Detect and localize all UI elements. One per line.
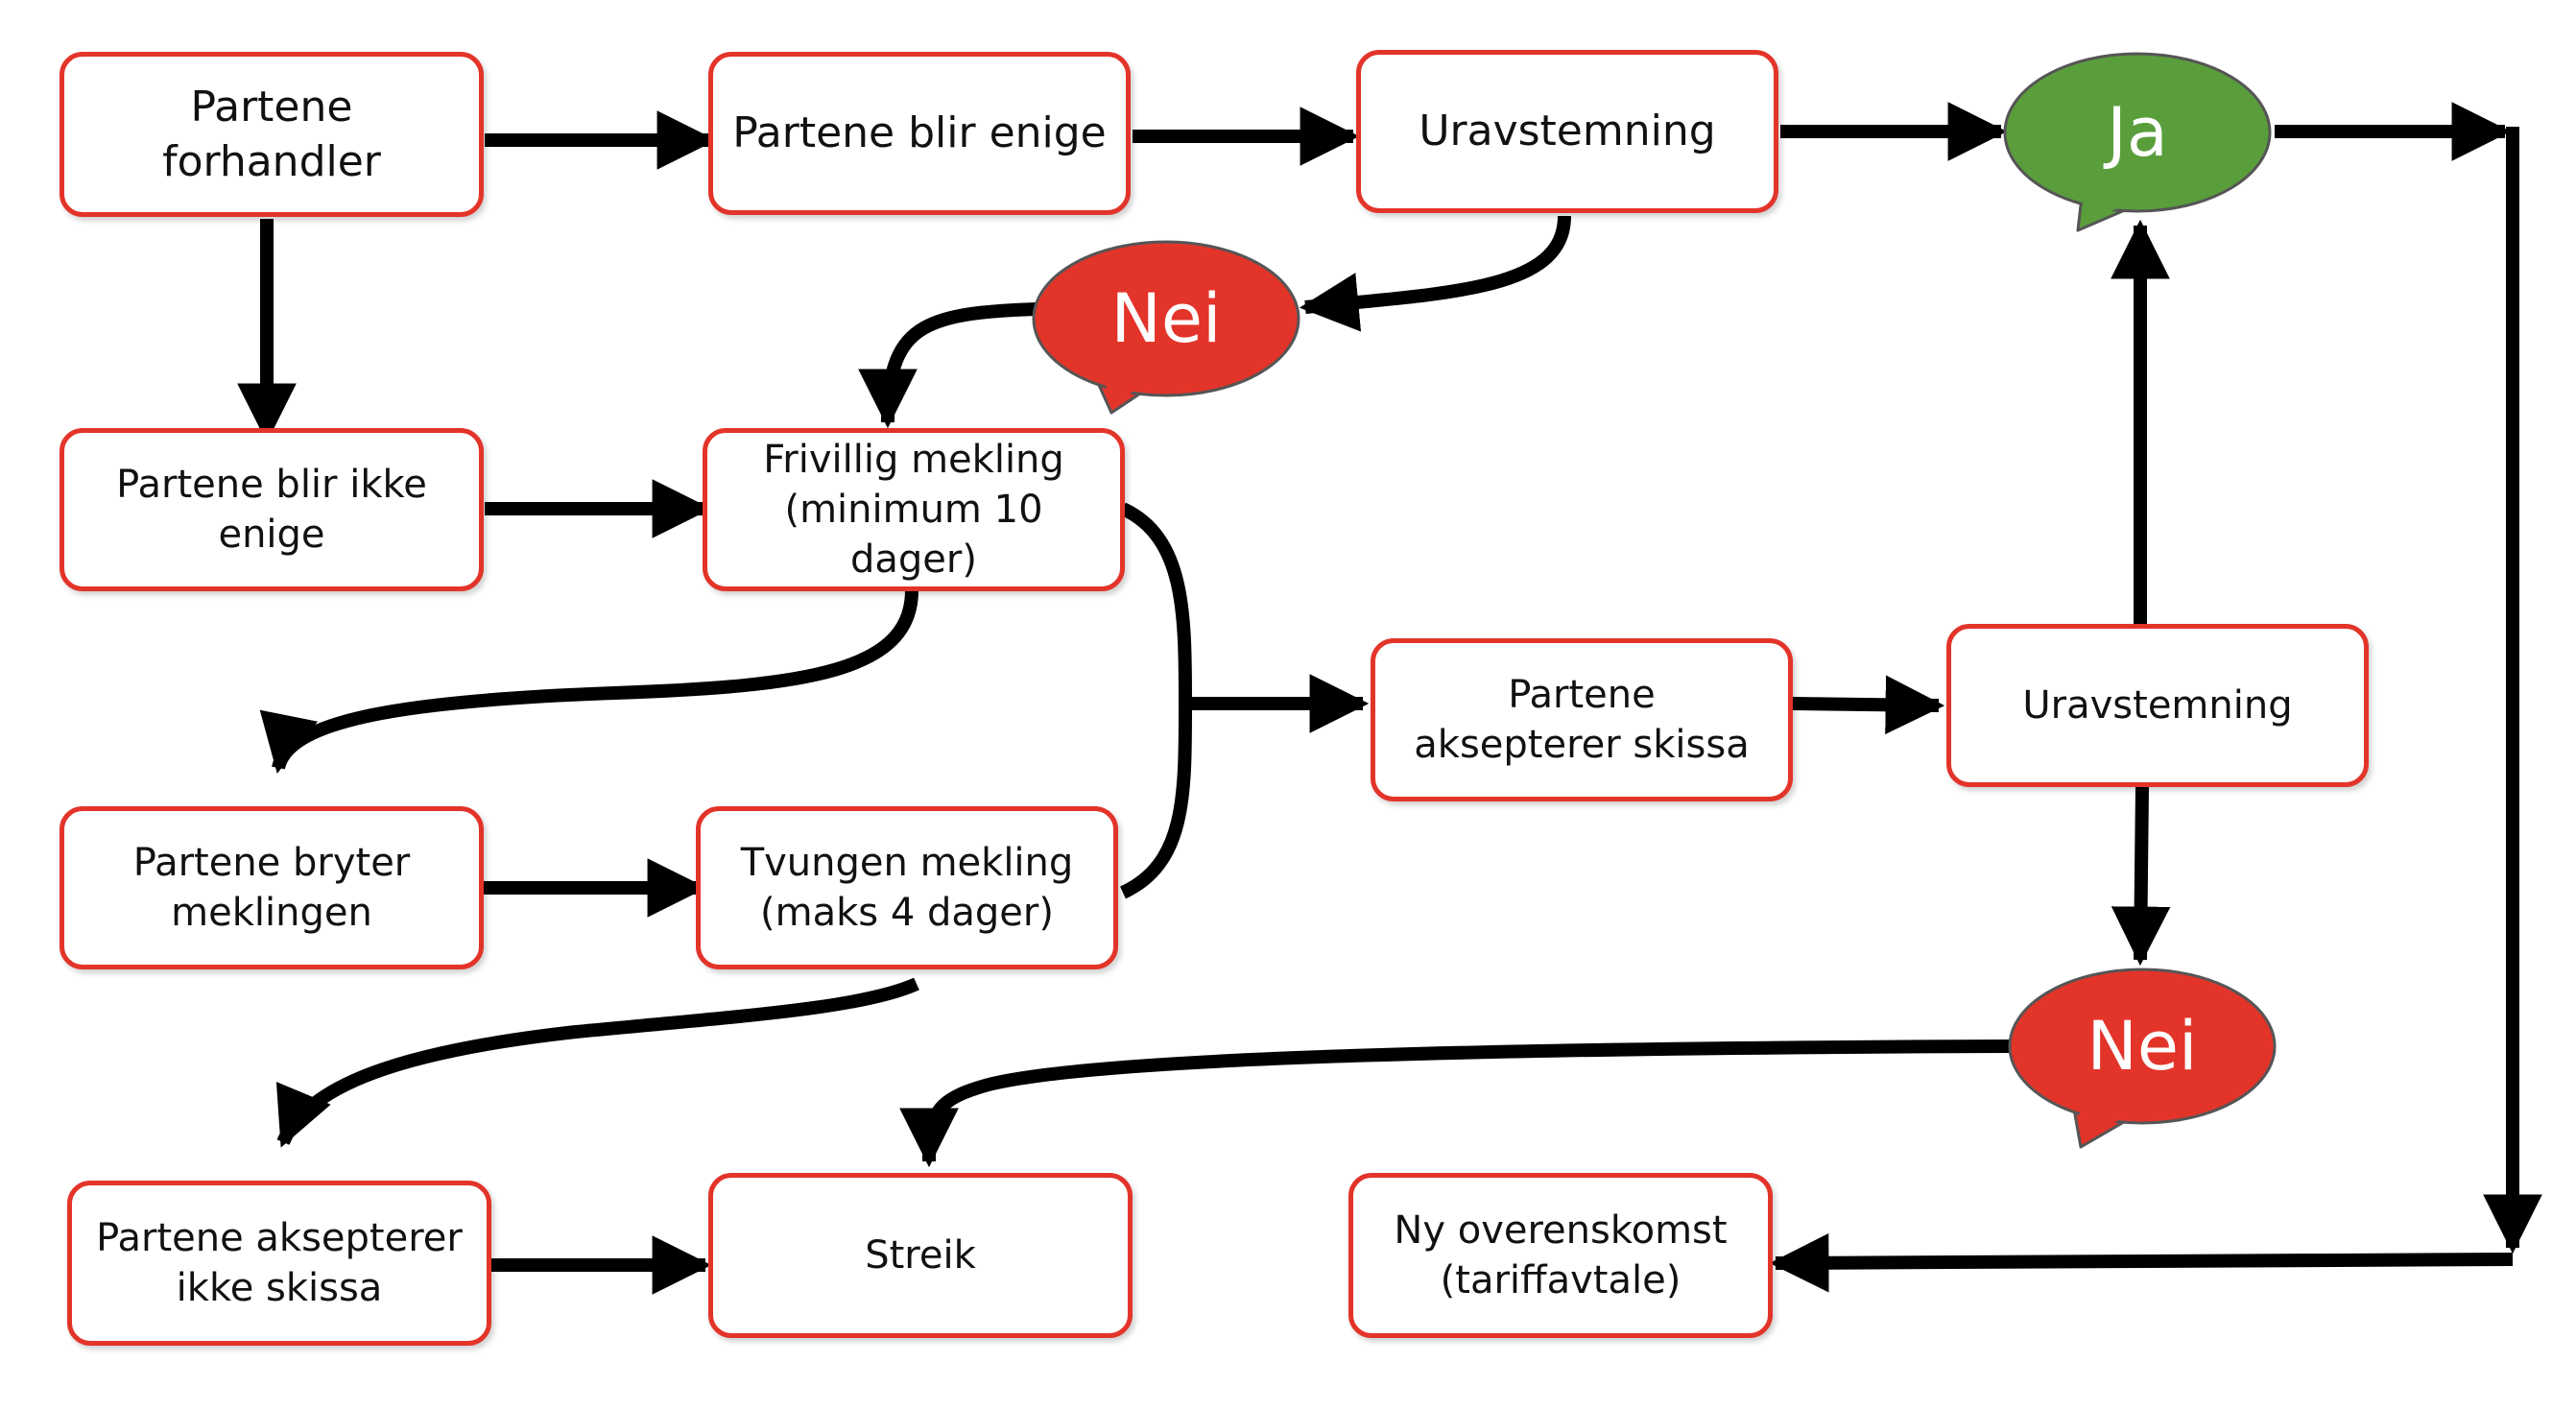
arrow-uravstemning-down-to-nei [2111,786,2171,967]
arrow-frivillig-to-bryter [259,589,918,775]
nei-bubble-top-label: Nei [1110,279,1222,358]
box-frivillig-mekling: Frivillig mekling (minimum 10 dager) [703,428,1125,591]
arrow-nei-to-frivillig [858,302,1038,429]
ja-bubble-label: Ja [2107,93,2168,172]
box-partene-forhandler: Partene forhandler [60,52,484,217]
nei-bubble-bottom-label: Nei [2087,1007,2198,1086]
box-partene-aksepterer-skissa: Partene aksepterer skissa [1371,638,1793,801]
arrow-nei-to-streik [899,1040,2012,1168]
nei-bubble-top [1032,240,1300,415]
box-ny-overenskomst: Ny overenskomst (tariffavtale) [1348,1173,1773,1338]
box-uravstemning-top: Uravstemning [1356,50,1778,213]
ja-bubble [2003,52,2272,232]
nei-bubble-bottom [2008,968,2277,1149]
box-partene-aksepterer-ikke-skissa: Partene aksepterer ikke skissa [67,1181,491,1346]
box-partene-bryter-meklingen: Partene bryter meklingen [60,806,484,969]
box-streik: Streik [708,1173,1133,1338]
box-partene-blir-enige: Partene blir enige [708,52,1131,215]
box-uravstemning-mid: Uravstemning [1946,624,2369,787]
arrow-uravstemning-to-nei [1299,215,1571,332]
box-tvungen-mekling: Tvungen mekling (maks 4 dager) [696,806,1118,969]
arrow-aksepterer-to-uravstemning [1792,675,1945,735]
brace-merge-curve [1119,502,1192,899]
box-partene-blir-ikke-enige: Partene blir ikke enige [60,428,484,591]
arrow-to-ny-overenskomst [1769,1232,2514,1293]
arrow-tvungen-to-ikke-aksepterer [275,977,919,1148]
